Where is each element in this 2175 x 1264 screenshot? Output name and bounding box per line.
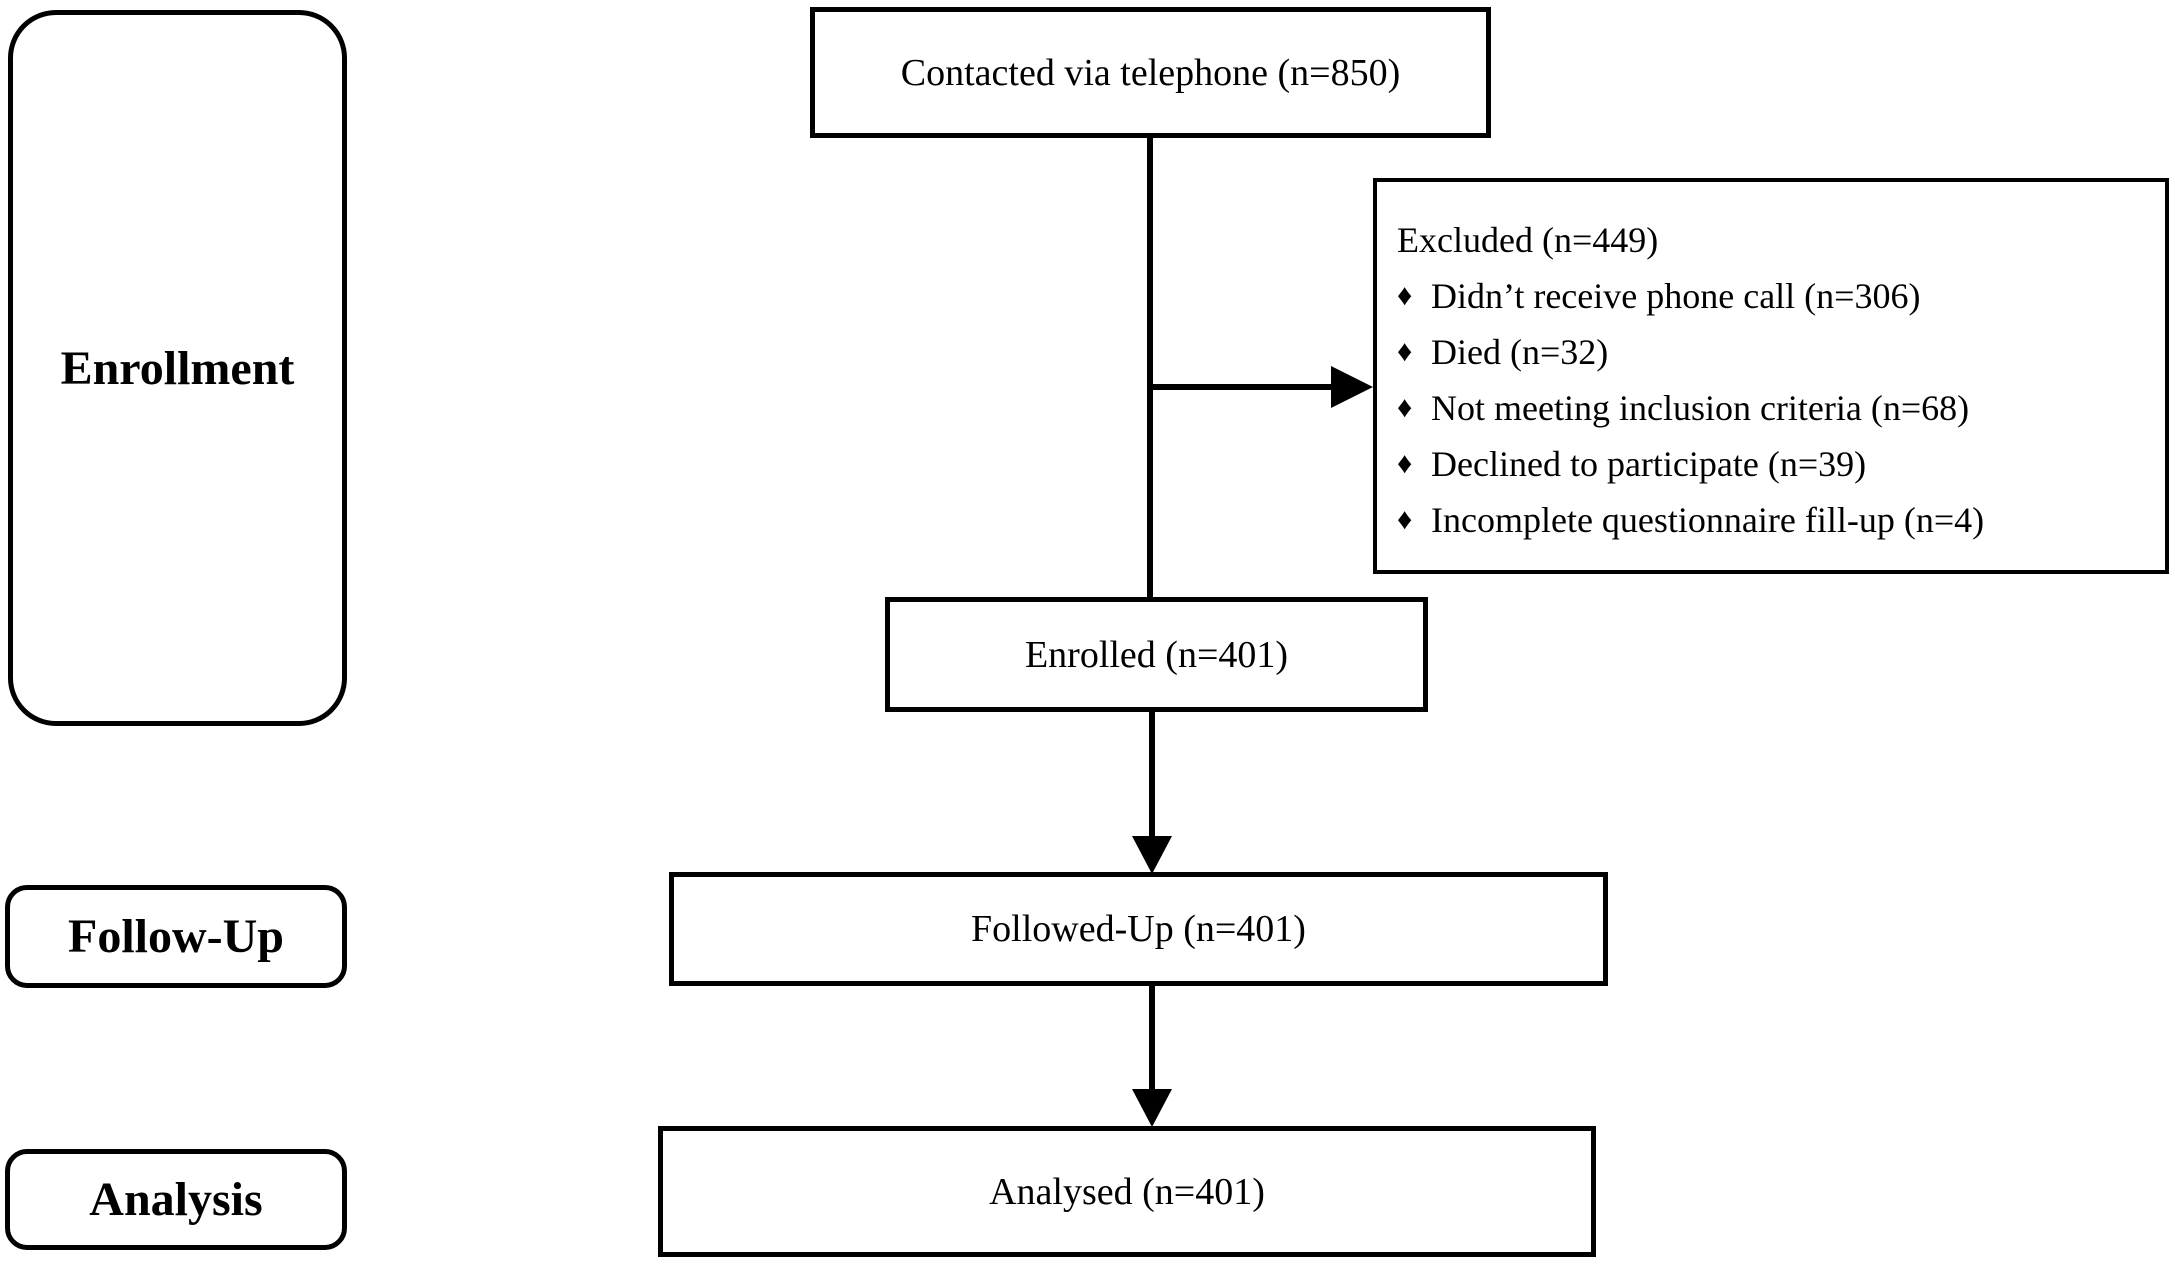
excluded-item-text: Didn’t receive phone call (n=306) <box>1431 276 1921 316</box>
excluded-item: ♦ Declined to participate (n=39) <box>1397 436 2155 492</box>
connector-followed-up-to-analysed <box>1149 985 1155 1091</box>
box-followed-up-text: Followed-Up (n=401) <box>971 908 1306 950</box>
diamond-bullet-icon: ♦ <box>1397 391 1413 424</box>
box-followed-up: Followed-Up (n=401) <box>669 872 1608 986</box>
diamond-bullet-icon: ♦ <box>1397 447 1413 480</box>
arrowhead-down-icon <box>1132 836 1172 874</box>
arrowhead-down-icon <box>1132 1089 1172 1127</box>
diamond-bullet-icon: ♦ <box>1397 503 1413 536</box>
stage-label-follow-up: Follow-Up <box>5 885 347 988</box>
box-contacted-text: Contacted via telephone (n=850) <box>900 51 1401 94</box>
stage-label-analysis: Analysis <box>5 1149 347 1250</box>
excluded-item-text: Not meeting inclusion criteria (n=68) <box>1431 388 1970 428</box>
diamond-bullet-icon: ♦ <box>1397 279 1413 312</box>
connector-enrolled-to-followed-up <box>1149 711 1155 838</box>
stage-label-enrollment: Enrollment <box>8 10 347 726</box>
box-analysed: Analysed (n=401) <box>658 1126 1596 1257</box>
stage-label-follow-up-text: Follow-Up <box>68 910 284 963</box>
excluded-item: ♦ Not meeting inclusion criteria (n=68) <box>1397 380 2155 436</box>
excluded-item-text: Declined to participate (n=39) <box>1431 444 1867 484</box>
stage-label-analysis-text: Analysis <box>89 1173 263 1226</box>
excluded-item: ♦ Died (n=32) <box>1397 324 2155 380</box>
excluded-item-text: Incomplete questionnaire fill-up (n=4) <box>1431 500 1985 540</box>
connector-to-excluded <box>1150 384 1333 390</box>
excluded-item-text: Died (n=32) <box>1431 332 1609 372</box>
box-enrolled: Enrolled (n=401) <box>885 597 1428 712</box>
box-analysed-text: Analysed (n=401) <box>989 1170 1265 1213</box>
box-excluded: Excluded (n=449) ♦ Didn’t receive phone … <box>1373 178 2169 574</box>
excluded-item: ♦ Incomplete questionnaire fill-up (n=4) <box>1397 492 2155 548</box>
diamond-bullet-icon: ♦ <box>1397 335 1413 368</box>
arrowhead-right-icon <box>1331 366 1373 408</box>
excluded-header: Excluded (n=449) <box>1397 220 1659 260</box>
excluded-item: ♦ Didn’t receive phone call (n=306) <box>1397 268 2155 324</box>
connector-contacted-to-enrolled <box>1147 137 1153 598</box>
stage-label-enrollment-text: Enrollment <box>60 341 295 395</box>
box-enrolled-text: Enrolled (n=401) <box>1024 633 1289 676</box>
box-contacted-via-telephone: Contacted via telephone (n=850) <box>810 7 1491 138</box>
